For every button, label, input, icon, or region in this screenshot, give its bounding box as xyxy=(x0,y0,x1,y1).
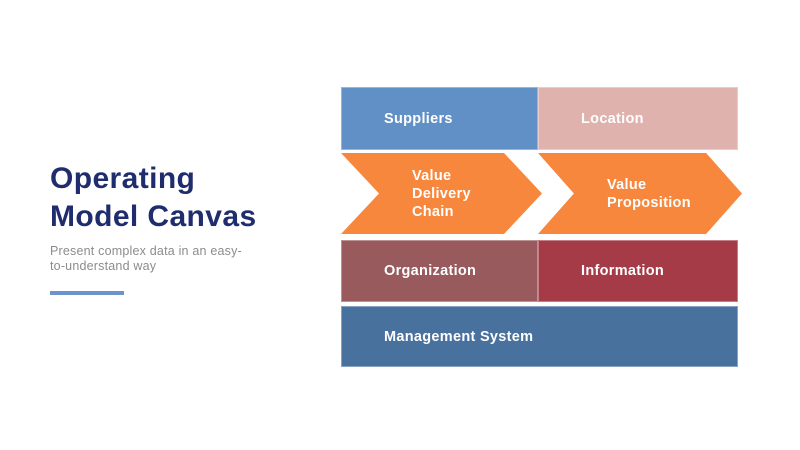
value-proposition-label: Value Proposition xyxy=(607,176,691,211)
suppliers-label: Suppliers xyxy=(384,110,453,127)
page-title-line-1: Operating xyxy=(50,162,196,195)
subtitle-line-1: Present complex data in an easy- xyxy=(50,244,242,258)
accent-divider-line xyxy=(50,291,124,295)
value-proposition-arrow: Value Proposition xyxy=(538,153,742,234)
page-title-line-2: Model Canvas xyxy=(50,200,257,233)
subtitle-line-2: to-understand way xyxy=(50,259,157,273)
organization-box: Organization xyxy=(341,240,538,302)
left-text-panel: Operating Model Canvas Present complex d… xyxy=(50,160,310,295)
location-box: Location xyxy=(538,87,738,150)
suppliers-box: Suppliers xyxy=(341,87,538,150)
management-system-label: Management System xyxy=(384,328,534,345)
value-delivery-chain-arrow: Value Delivery Chain xyxy=(341,153,542,234)
information-label: Information xyxy=(581,263,665,279)
location-label: Location xyxy=(581,110,644,127)
information-box: Information xyxy=(538,240,738,302)
value-delivery-chain-label: Value Delivery Chain xyxy=(412,167,471,220)
organization-label: Organization xyxy=(384,263,477,279)
subtitle: Present complex data in an easy- to-unde… xyxy=(50,244,310,274)
management-system-box: Management System xyxy=(341,306,738,367)
